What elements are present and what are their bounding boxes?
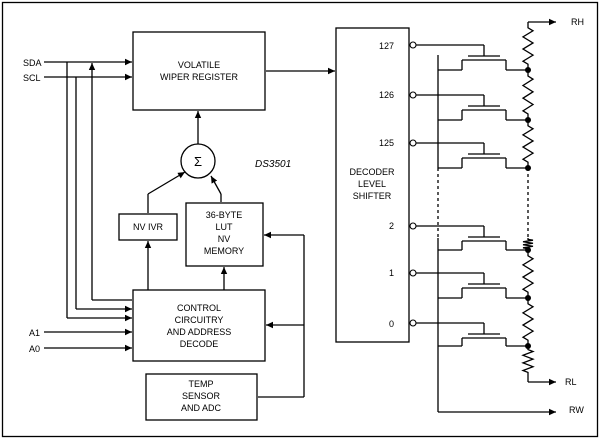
- summing-node: Σ: [180, 143, 216, 179]
- pin-a0-label: A0: [29, 344, 40, 354]
- nv-ivr-block: NV IVR: [118, 213, 178, 241]
- control-label-line4: DECODE: [180, 339, 219, 349]
- temp-sensor-block: TEMP SENSOR AND ADC: [145, 373, 258, 421]
- lut-nv-memory-block: 36-BYTE LUT NV MEMORY: [185, 202, 264, 267]
- tap-output-circle: [409, 41, 417, 49]
- lut-label-line1: 36-BYTE: [206, 210, 243, 220]
- tap-0-label: 0: [389, 319, 394, 329]
- decoder-label-line2: LEVEL: [358, 179, 386, 189]
- tap-126-label: 126: [379, 90, 394, 100]
- lut-label-line2: LUT: [215, 222, 233, 232]
- part-number-label: DS3501: [255, 159, 291, 170]
- temp-label-line2: SENSOR: [182, 391, 221, 401]
- tap-output-circle: [409, 319, 417, 327]
- tap-output-circle: [409, 269, 417, 277]
- tap-output-circle: [409, 222, 417, 230]
- decoder-label-line3: SHIFTER: [353, 191, 392, 201]
- resistor-segment: [521, 70, 535, 120]
- pin-rw-label: RW: [569, 405, 584, 415]
- resistor-segment: [522, 238, 534, 250]
- resistor-segment: [521, 250, 535, 298]
- temp-label-line3: AND ADC: [181, 403, 222, 413]
- pin-rl-label: RL: [565, 377, 577, 387]
- control-label-line3: AND ADDRESS: [167, 327, 232, 337]
- volatile-wiper-register-block: VOLATILE WIPER REGISTER: [132, 31, 266, 111]
- temp-label-line1: TEMP: [188, 379, 213, 389]
- ladder-node-dot: [525, 117, 531, 123]
- decoder-level-shifter-block: DECODER LEVEL SHIFTER: [335, 27, 410, 343]
- left-wiring: [44, 58, 132, 352]
- tap-125-label: 125: [379, 138, 394, 148]
- tap-127-label: 127: [379, 41, 394, 51]
- control-label-line1: CONTROL: [177, 303, 221, 313]
- ladder-node-dot: [525, 295, 531, 301]
- internal-wiring: [144, 67, 335, 398]
- ladder-node-dot: [525, 165, 531, 171]
- sigma-symbol: Σ: [194, 154, 202, 169]
- pin-a1-label: A1: [29, 328, 40, 338]
- lut-label-line3: NV: [218, 234, 231, 244]
- nv-ivr-label: NV IVR: [133, 222, 164, 232]
- ladder-node-dot: [525, 67, 531, 73]
- pin-scl-label: SCL: [23, 73, 41, 83]
- pin-sda-label: SDA: [23, 58, 42, 68]
- tap-1-label: 1: [389, 268, 394, 278]
- control-label-line2: CIRCUITRY: [175, 315, 224, 325]
- resistor-segment: [521, 120, 535, 168]
- resistor-segment: [521, 22, 535, 70]
- ladder-node-dot: [525, 247, 531, 253]
- lut-label-line4: MEMORY: [204, 246, 244, 256]
- resistor-segment: [521, 298, 535, 346]
- tap-2-label: 2: [389, 221, 394, 231]
- pin-rh-label: RH: [571, 17, 584, 27]
- ladder-node-dot: [525, 343, 531, 349]
- decoder-label-line1: DECODER: [349, 167, 395, 177]
- wiper-register-label-line2: WIPER REGISTER: [160, 72, 239, 82]
- control-block: CONTROL CIRCUITRY AND ADDRESS DECODE: [132, 289, 266, 362]
- wiper-register-label-line1: VOLATILE: [178, 60, 220, 70]
- tap-output-circle: [409, 139, 417, 147]
- resistor-switch-network: [409, 18, 556, 416]
- resistor-segment: [521, 346, 535, 376]
- tap-output-circle: [409, 91, 417, 99]
